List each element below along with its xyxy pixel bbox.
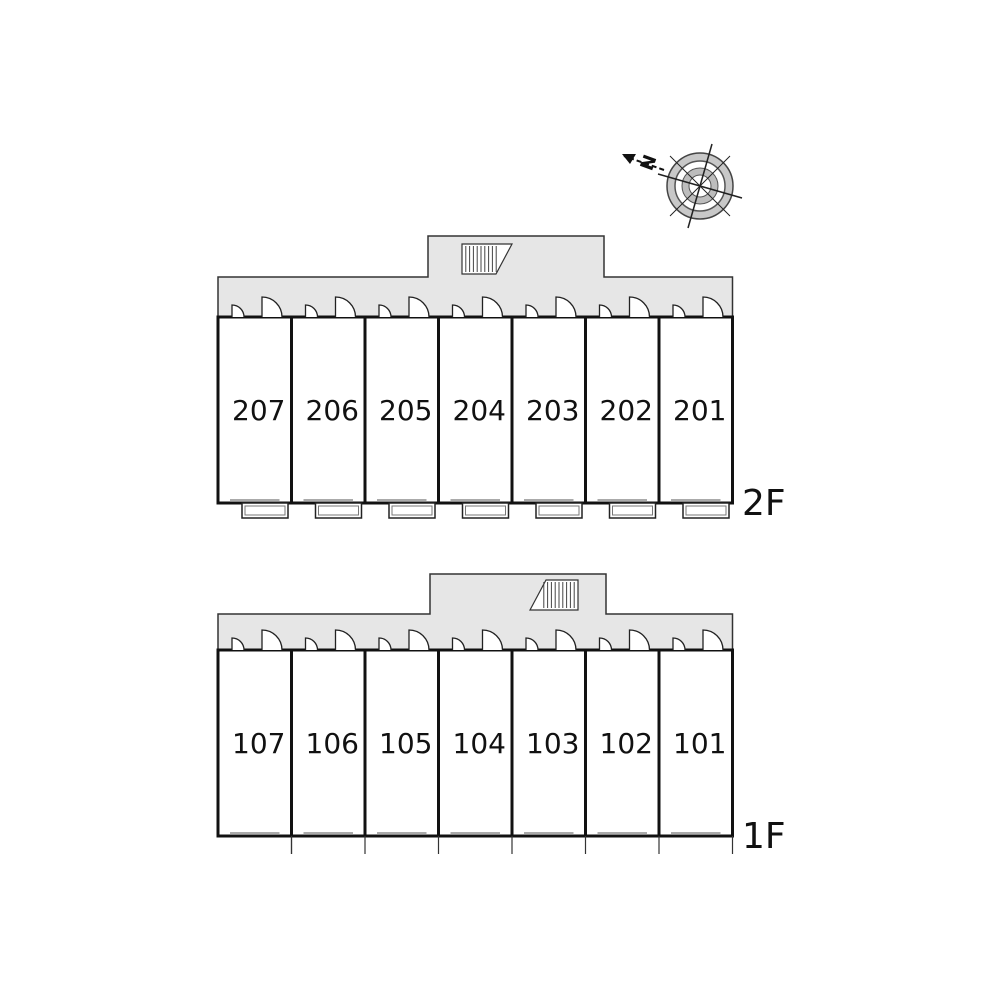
unit-number: 207: [232, 394, 285, 427]
unit-101: 101: [657, 629, 734, 854]
north-arrow-icon: [622, 154, 665, 171]
floor-2-plan: 207 206 205 204 203 202 201 2F: [216, 235, 786, 524]
door-icon: [555, 629, 577, 651]
unit-room: [510, 648, 587, 838]
unit-number: 201: [673, 394, 726, 427]
door-icon: [525, 304, 539, 318]
door-icon: [702, 629, 724, 651]
door-icon: [408, 296, 430, 318]
balcony: [314, 502, 363, 519]
door-icon: [525, 637, 539, 651]
unit-room: [657, 648, 734, 838]
balcony: [608, 502, 657, 519]
floor-label: 2F: [742, 483, 786, 524]
floor-label: 1F: [742, 816, 786, 857]
unit-207: 207: [216, 296, 293, 519]
unit-202: 202: [584, 296, 661, 519]
unit-number: 105: [379, 727, 432, 760]
unit-206: 206: [290, 296, 367, 519]
corridor: [217, 235, 734, 318]
door-icon: [481, 296, 504, 318]
door-icon: [261, 296, 283, 318]
door-icon: [261, 629, 283, 651]
compass: N: [622, 143, 743, 229]
unit-203: 203: [510, 296, 587, 519]
unit-107: 107: [216, 629, 293, 838]
unit-room: [290, 648, 367, 838]
door-icon: [451, 637, 466, 651]
door-icon: [598, 304, 613, 318]
door-icon: [304, 637, 319, 651]
unit-room: [363, 648, 440, 838]
door-icon: [672, 637, 686, 651]
unit-number: 202: [600, 394, 653, 427]
unit-number: 104: [453, 727, 506, 760]
unit-205: 205: [363, 296, 440, 519]
unit-204: 204: [437, 296, 514, 519]
unit-number: 107: [232, 727, 285, 760]
unit-number: 102: [600, 727, 653, 760]
door-icon: [628, 296, 651, 318]
unit-number: 206: [306, 394, 359, 427]
compass-rose-icon: [657, 143, 743, 229]
unit-106: 106: [290, 629, 367, 854]
unit-room: [216, 648, 293, 838]
unit-number: 101: [673, 727, 726, 760]
stairs-icon: [529, 579, 579, 611]
door-icon: [334, 629, 357, 651]
north-label: N: [637, 152, 662, 173]
unit-number: 106: [306, 727, 359, 760]
unit-number: 204: [453, 394, 506, 427]
unit-room: [657, 315, 734, 505]
unit-room: [584, 648, 661, 838]
unit-103: 103: [510, 629, 587, 854]
door-icon: [378, 304, 392, 318]
unit-number: 205: [379, 394, 432, 427]
door-icon: [628, 629, 651, 651]
door-icon: [702, 296, 724, 318]
door-icon: [451, 304, 466, 318]
door-icon: [378, 637, 392, 651]
unit-105: 105: [363, 629, 440, 854]
door-icon: [598, 637, 613, 651]
balcony: [388, 502, 436, 519]
unit-room: [510, 315, 587, 505]
unit-102: 102: [584, 629, 661, 854]
door-icon: [334, 296, 357, 318]
door-icon: [555, 296, 577, 318]
balcony: [461, 502, 510, 519]
balcony: [535, 502, 583, 519]
floor-1-plan: 107 106 105 104 103 102 101 1F: [216, 573, 786, 857]
balcony: [241, 502, 289, 519]
door-icon: [304, 304, 319, 318]
door-icon: [408, 629, 430, 651]
door-icon: [231, 304, 245, 318]
unit-number: 203: [526, 394, 579, 427]
stairs-icon: [461, 243, 513, 275]
door-icon: [231, 637, 245, 651]
balcony: [682, 502, 730, 519]
unit-room: [437, 648, 514, 838]
corridor: [217, 573, 734, 651]
door-icon: [672, 304, 686, 318]
door-icon: [481, 629, 504, 651]
unit-104: 104: [437, 629, 514, 854]
unit-201: 201: [657, 296, 734, 519]
unit-number: 103: [526, 727, 579, 760]
